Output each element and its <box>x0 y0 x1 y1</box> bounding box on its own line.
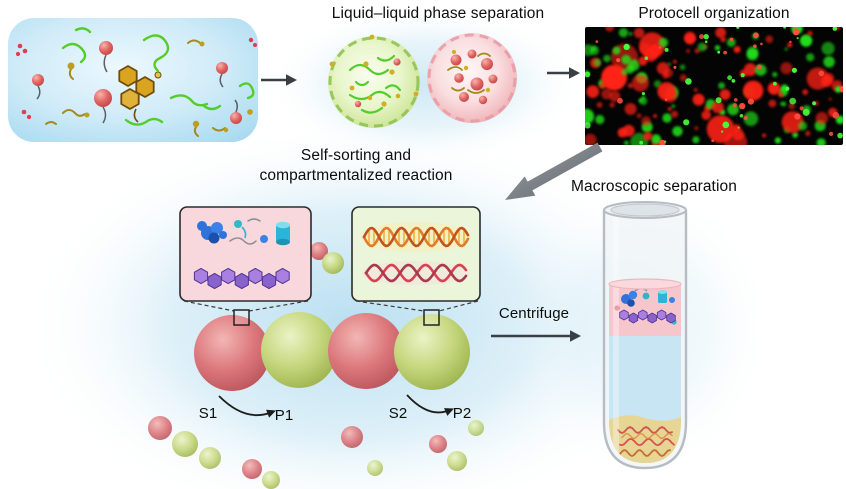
reaction-arrow-2-head <box>444 408 454 416</box>
tube-band-pink <box>609 284 681 336</box>
small-molecule-hexagons <box>118 65 162 123</box>
stage2-title: Protocell organization <box>638 5 790 22</box>
stage3-title-line2: compartmentalized reaction <box>259 167 453 185</box>
tube-hexagon-chain <box>619 309 676 324</box>
substrate1-label: S1 <box>198 405 218 422</box>
blue-protein-cluster <box>197 221 227 244</box>
product1-label: P1 <box>274 407 294 424</box>
protocell-red-1 <box>194 315 270 391</box>
zoom-region-marker-right <box>423 309 440 326</box>
cyan-cylinder <box>276 221 290 246</box>
centrifuge-tube <box>602 201 688 470</box>
protocell-chain <box>194 312 470 391</box>
background-protocells <box>148 242 484 489</box>
tube-rim-inner <box>610 203 680 217</box>
substrate2-label: S2 <box>388 405 408 422</box>
stage1-title: Liquid–liquid phase separation <box>331 5 545 22</box>
dna-double-helix <box>362 226 470 248</box>
protein-reaction-inset <box>179 206 312 302</box>
protocell-green-1 <box>261 312 337 388</box>
pink-condensate-droplet <box>427 33 517 123</box>
flow-arrow-down <box>505 142 603 200</box>
centrifuge-arrow <box>491 330 581 342</box>
peptide-dots <box>67 41 253 133</box>
peptide-lines <box>229 218 261 245</box>
peptide-squiggles <box>45 39 226 137</box>
flow-arrow-1 <box>261 74 297 86</box>
product2-label: P2 <box>452 405 472 422</box>
fluorescence-blobs <box>585 27 843 145</box>
liquid-surface <box>608 278 682 290</box>
callout-lines-left <box>183 300 309 312</box>
molecular-mixture-panel <box>8 18 258 142</box>
tube-highlight <box>613 216 619 456</box>
tube-contents <box>609 216 681 463</box>
flow-arrow-2 <box>547 67 580 79</box>
nucleic-acid-inset <box>351 206 481 302</box>
reaction-arrow-1-head <box>266 409 276 418</box>
tube-nucleic-phase <box>617 426 675 458</box>
protocell-green-2 <box>394 314 470 390</box>
green-condensate-droplet <box>328 34 420 128</box>
centrifuge-label: Centrifuge <box>498 305 570 322</box>
purple-hexagon-chain <box>193 267 290 290</box>
stage4-title: Macroscopic separation <box>571 178 737 195</box>
callout-lines-right <box>355 300 479 312</box>
tube-protein-phase <box>614 287 677 325</box>
droplet-rim-dots <box>329 34 419 97</box>
protocell-red-2 <box>328 313 404 389</box>
stage3-title: Self-sorting and compartmentalized reacti… <box>225 146 487 187</box>
red-dot-clusters <box>15 37 257 120</box>
rna-strand-wave <box>364 263 468 283</box>
fluorescence-micrograph <box>585 27 843 145</box>
zoom-region-marker-left <box>233 309 250 326</box>
red-amphiphiles <box>32 41 242 124</box>
stage3-title-line1: Self-sorting and <box>300 147 412 164</box>
background-glow-droplets <box>265 5 585 165</box>
enzyme-dot <box>234 220 242 228</box>
rna-squiggles <box>61 27 255 126</box>
nucleic-inset-frame <box>351 206 481 302</box>
